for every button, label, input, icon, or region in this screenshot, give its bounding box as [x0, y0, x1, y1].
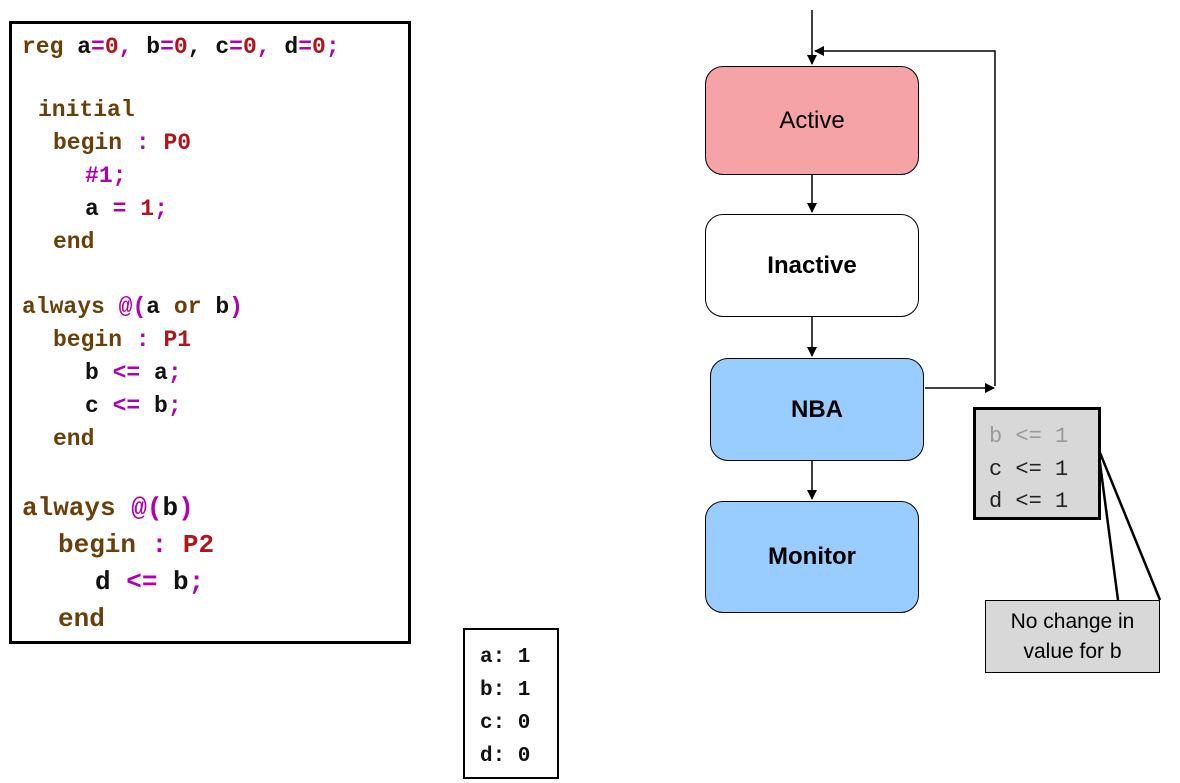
value-b: b: 1 [480, 679, 531, 702]
active-label: Active [779, 106, 845, 134]
var-b: b [146, 34, 161, 60]
op-colon: : [135, 327, 150, 353]
op-semi: ; [167, 360, 182, 386]
kw-initial: initial [38, 97, 135, 123]
op-semi: ; [167, 393, 182, 419]
op-nba: <= [112, 360, 141, 386]
op-eq: = [298, 34, 313, 60]
code-line-b-nba-a: b <= a; [85, 362, 182, 385]
inactive-label: Inactive [767, 251, 857, 279]
op-comma: , [187, 34, 202, 60]
op-nba: <= [112, 393, 141, 419]
queue-item-d: d <= 1 [989, 489, 1069, 514]
value-a: a: 1 [480, 646, 531, 669]
var-b: b [154, 393, 168, 419]
num-zero: 0 [173, 34, 188, 60]
code-line-declaration: reg a=0, b=0, c=0, d=0; [22, 36, 340, 59]
note-pointer-left [1096, 447, 1120, 601]
num-zero: 0 [242, 34, 257, 60]
code-line-assign-a: a = 1; [85, 198, 168, 221]
op-at: @ [118, 294, 133, 320]
op-at: @ [131, 493, 147, 523]
op-comma: , [256, 34, 271, 60]
note-line-2: value for b [1023, 640, 1122, 663]
op-semi: ; [325, 34, 340, 60]
op-colon: : [135, 130, 150, 156]
var-c: c [215, 34, 230, 60]
var-b: b [215, 294, 230, 320]
op-eq: = [112, 196, 127, 222]
code-line-always-b: always @(b) [22, 495, 194, 521]
kw-always: always [22, 493, 116, 523]
label-p0: P0 [163, 130, 192, 156]
var-a: a [77, 34, 92, 60]
kw-begin: begin [53, 327, 123, 353]
code-line-c-nba-b: c <= b; [85, 395, 182, 418]
code-line-begin-p0: begin : P0 [53, 132, 191, 155]
num-zero: 0 [104, 34, 119, 60]
queue-item-b: b <= 1 [989, 424, 1069, 449]
var-c: c [85, 393, 99, 419]
op-comma: , [118, 34, 133, 60]
queue-item-c: c <= 1 [989, 457, 1069, 482]
note-line-1: No change in [1010, 610, 1135, 633]
kw-reg: reg [22, 34, 64, 60]
nba-region: NBA [710, 358, 924, 461]
value-d: d: 0 [480, 745, 531, 768]
label-p2: P2 [182, 530, 215, 560]
variable-values-box: a: 1 b: 1 c: 0 d: 0 [463, 628, 559, 779]
op-semi: ; [154, 196, 168, 222]
code-line-d-nba-b: d <= b; [95, 569, 204, 595]
op-semi: ; [188, 567, 205, 597]
code-line-always-ab: always @(a or b) [22, 296, 243, 319]
var-d: d [95, 567, 111, 597]
op-lparen: ( [132, 294, 147, 320]
var-b: b [173, 567, 189, 597]
op-nba: <= [126, 567, 158, 597]
var-a: a [146, 294, 161, 320]
kw-end: end [53, 229, 95, 255]
monitor-label: Monitor [768, 543, 856, 570]
var-b: b [162, 493, 179, 523]
label-p1: P1 [163, 327, 192, 353]
op-rparen: ) [229, 294, 243, 320]
var-d: d [284, 34, 299, 60]
var-a: a [154, 360, 168, 386]
op-semi: ; [112, 163, 127, 189]
kw-or: or [173, 294, 202, 320]
note-pointer-right [1096, 447, 1162, 601]
kw-begin: begin [53, 130, 123, 156]
var-b: b [85, 360, 99, 386]
nba-label: NBA [791, 395, 843, 423]
num-zero: 0 [312, 34, 326, 60]
code-line-delay: #1; [85, 165, 126, 188]
active-region: Active [705, 66, 919, 175]
no-change-note: No change in value for b [985, 600, 1160, 673]
num-one: 1 [140, 196, 155, 222]
kw-end: end [53, 426, 95, 452]
nba-queue: b <= 1 c <= 1 d <= 1 [973, 407, 1101, 520]
op-eq: = [160, 34, 174, 60]
kw-end: end [58, 604, 105, 634]
loop-back-arrow [814, 46, 996, 386]
code-line-begin-p1: begin : P1 [53, 329, 191, 352]
monitor-region: Monitor [705, 501, 919, 613]
op-colon: : [151, 530, 168, 560]
op-eq: = [91, 34, 105, 60]
value-c: c: 0 [480, 712, 531, 735]
op-eq: = [229, 34, 243, 60]
inactive-region: Inactive [705, 214, 919, 317]
code-line-begin-p2: begin : P2 [58, 532, 214, 558]
op-rparen: ) [178, 493, 194, 523]
kw-always: always [22, 294, 105, 320]
code-panel [9, 21, 411, 644]
op-hash: # [85, 163, 99, 189]
var-a: a [85, 196, 99, 222]
op-lparen: ( [146, 493, 163, 523]
kw-begin: begin [58, 530, 137, 560]
num-one: 1 [98, 163, 113, 189]
